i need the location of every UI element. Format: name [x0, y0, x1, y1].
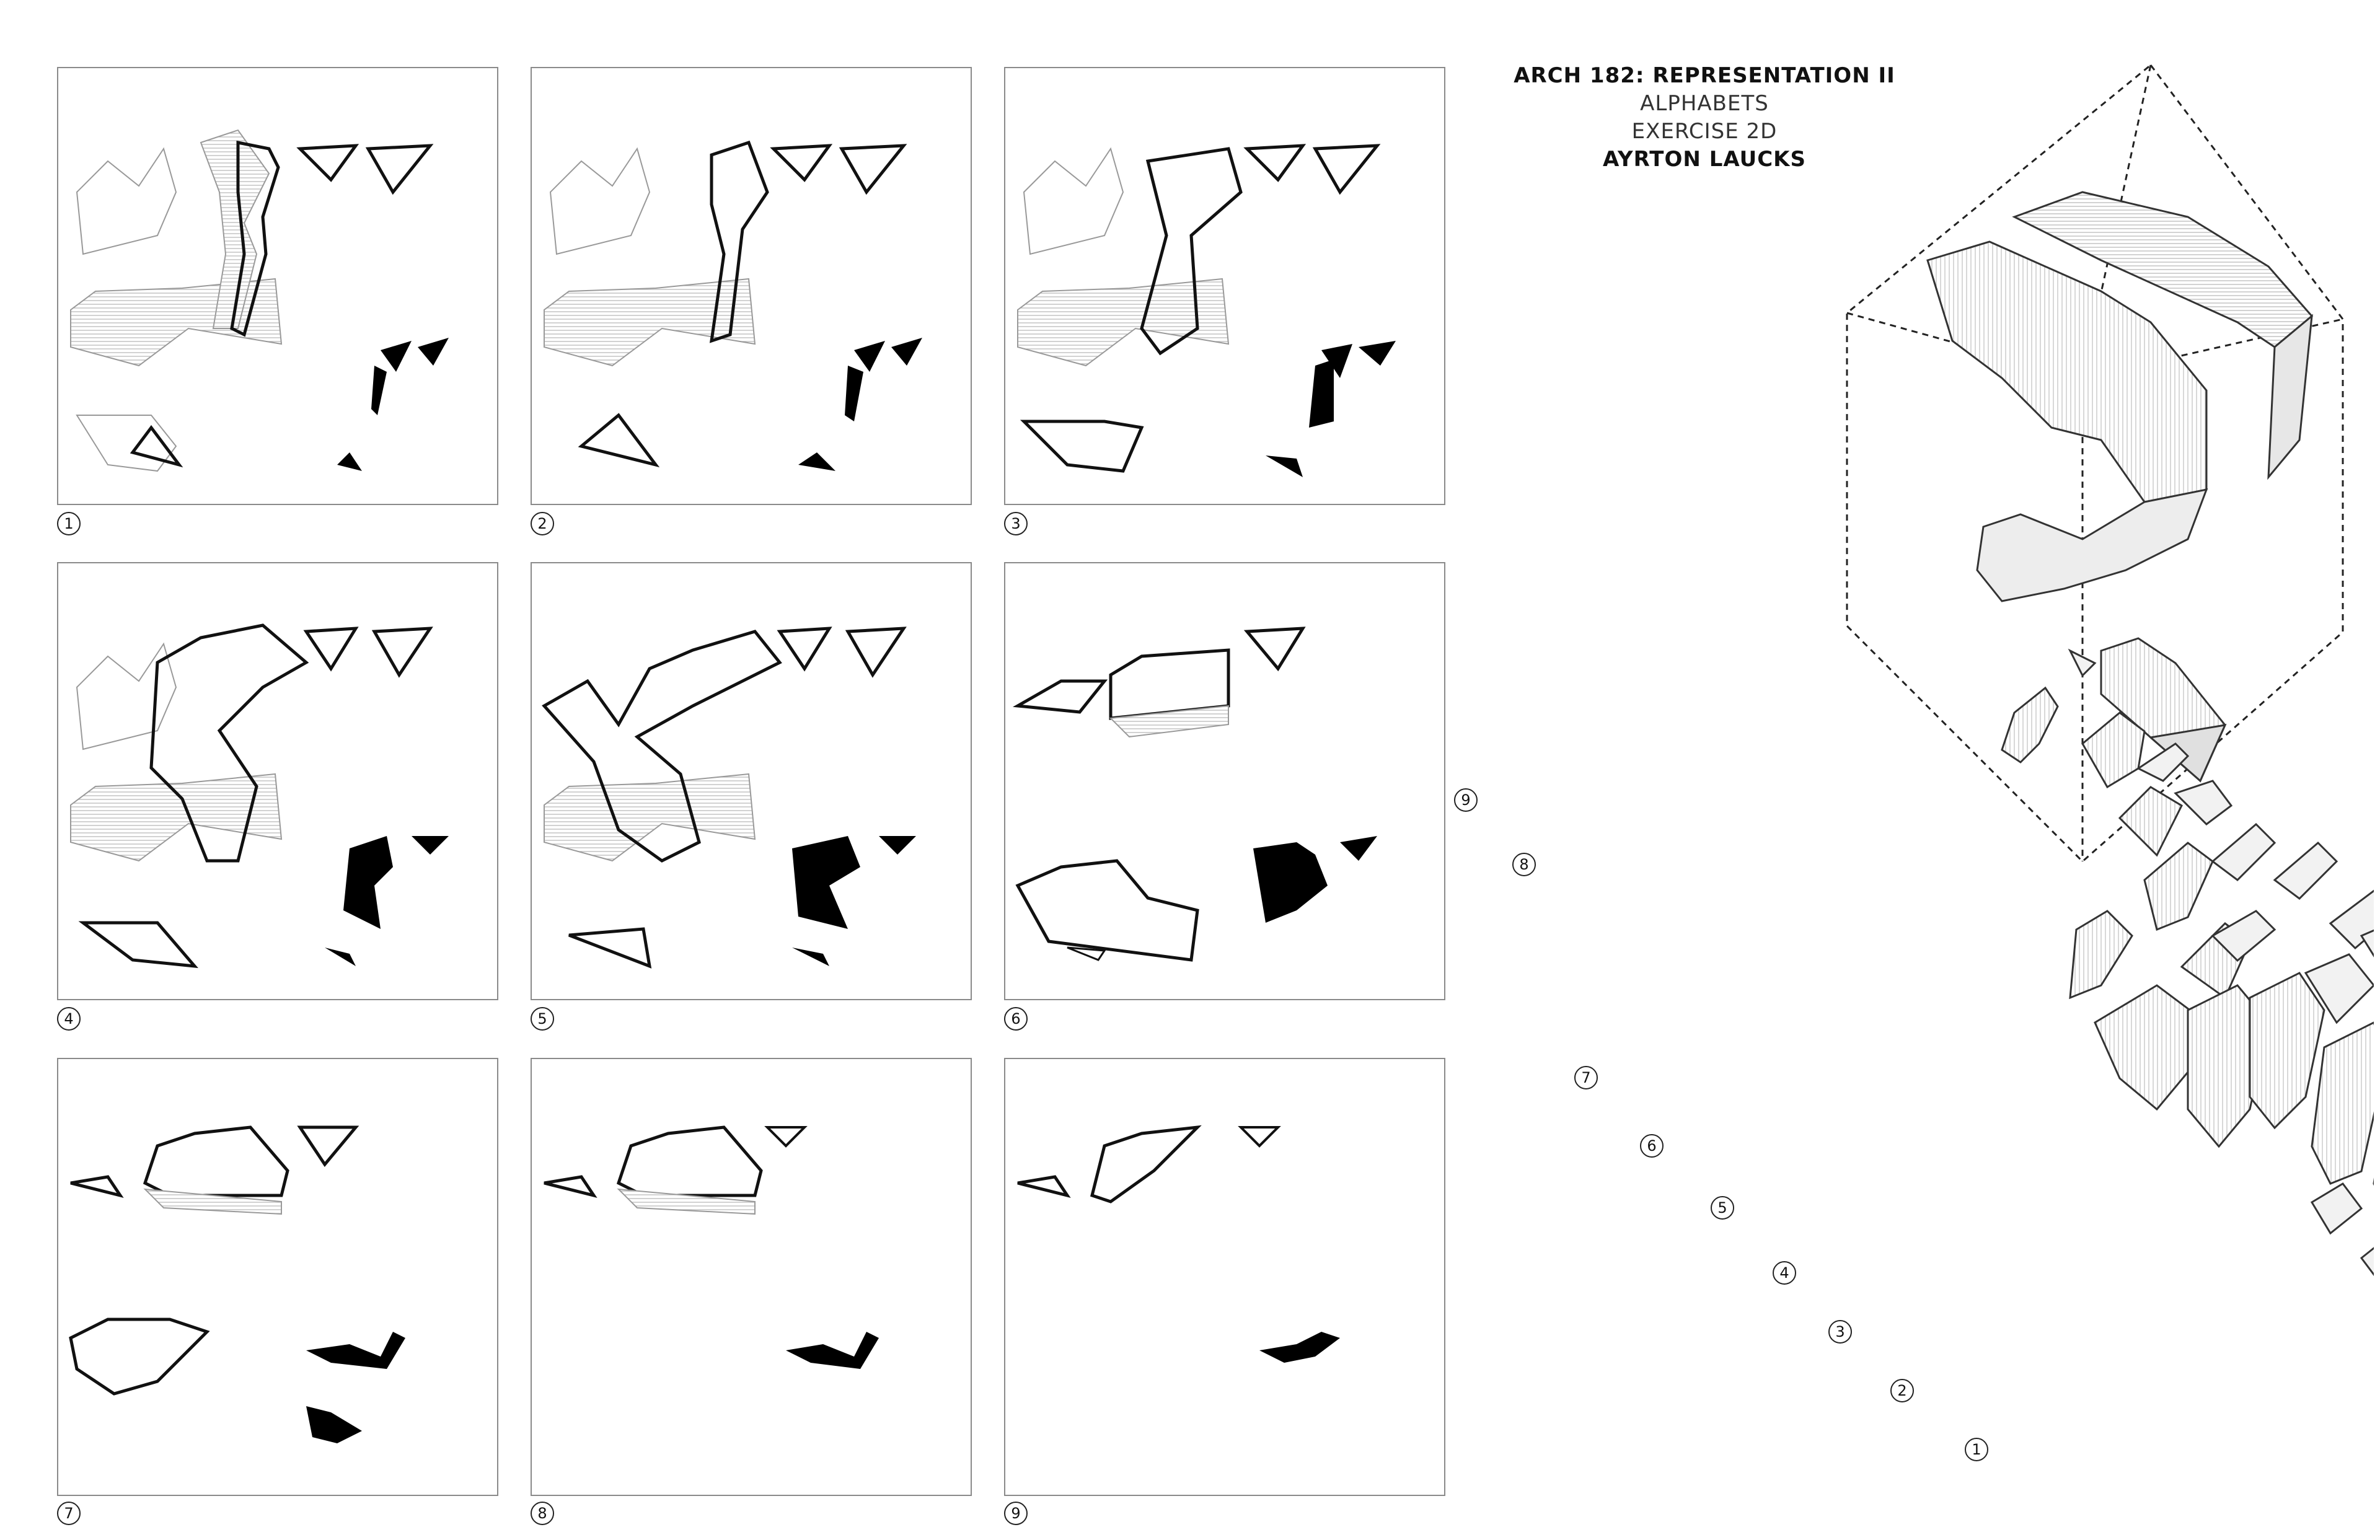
title-block: ARCH 182: REPRESENTATION II ALPHABETS EX…	[1413, 62, 1996, 174]
panel-8-drawing	[544, 1125, 879, 1369]
exploded-label-4: 4	[1773, 1261, 1796, 1285]
panel-number-4: 4	[57, 1007, 81, 1031]
diagram-panel-4	[57, 562, 498, 1000]
panel-number-9: 9	[1004, 1502, 1028, 1525]
diagram-panel-3	[1004, 67, 1445, 505]
diagram-panel-6	[1004, 562, 1445, 1000]
exploded-label-5: 5	[1711, 1196, 1734, 1220]
panel-1-drawing	[70, 129, 449, 472]
diagram-panel-1	[57, 67, 498, 505]
panel-9-drawing	[1017, 1125, 1340, 1363]
panel-number-8: 8	[531, 1502, 554, 1525]
diagram-panel-2	[531, 67, 972, 505]
author-name: AYRTON LAUCKS	[1602, 147, 1807, 172]
exploded-label-6: 6	[1640, 1134, 1664, 1158]
panel-number-3: 3	[1004, 512, 1028, 535]
panel-5-drawing	[542, 627, 916, 969]
panel-6-drawing	[1012, 627, 1377, 962]
diagram-panel-8	[531, 1058, 972, 1496]
assembled-letter-volume	[1926, 191, 2314, 783]
exploded-axonometric	[1846, 63, 2374, 1277]
exploded-label-8: 8	[1512, 853, 1536, 876]
panel-2-drawing	[544, 140, 922, 471]
project-title: ALPHABETS	[1640, 91, 1769, 116]
diagram-panel-9	[1004, 1058, 1445, 1496]
panel-number-1: 1	[57, 512, 81, 535]
dashed-bounding-box	[1846, 63, 2344, 863]
exploded-label-7: 7	[1574, 1066, 1598, 1089]
panel-7-drawing	[69, 1125, 405, 1443]
exploded-slices	[2001, 648, 2374, 1277]
exploded-label-1: 1	[1965, 1438, 1988, 1461]
panel-number-6: 6	[1004, 1007, 1028, 1031]
panel-number-7: 7	[57, 1502, 81, 1525]
exploded-label-9: 9	[1454, 788, 1478, 812]
panel-4-drawing	[70, 623, 449, 969]
panel-number-2: 2	[531, 512, 554, 535]
panel-number-5: 5	[531, 1007, 554, 1031]
diagram-panel-7	[57, 1058, 498, 1496]
course-title: ARCH 182: REPRESENTATION II	[1514, 63, 1895, 88]
exploded-label-3: 3	[1828, 1320, 1852, 1344]
diagram-panel-5	[531, 562, 972, 1000]
panel-3-drawing	[1017, 144, 1396, 477]
exploded-label-2: 2	[1890, 1379, 1914, 1402]
exercise-title: EXERCISE 2D	[1631, 119, 1778, 144]
